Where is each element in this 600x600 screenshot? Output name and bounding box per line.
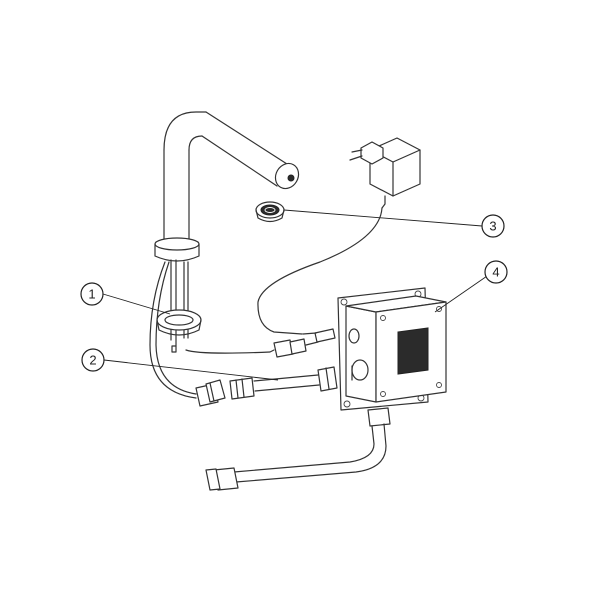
adapter-cable (257, 207, 383, 335)
aerator-icon (255, 201, 285, 223)
faucet-tails (149, 259, 197, 399)
callout-3-leader (283, 209, 483, 227)
callout-2: 2 (81, 348, 105, 372)
faucet-spout (154, 111, 300, 262)
mounting-bracket (156, 309, 202, 353)
callout-4: 4 (484, 260, 508, 284)
callout-2-leader (103, 359, 279, 381)
callout-1-label: 1 (88, 287, 95, 302)
outlet-hose (205, 407, 391, 491)
callout-3: 3 (481, 214, 505, 238)
callout-1: 1 (80, 282, 104, 306)
cable-connector (273, 328, 336, 358)
power-adapter-icon (349, 137, 421, 209)
callout-1-leader (102, 293, 171, 315)
sensor-cable (185, 349, 275, 354)
control-box-icon (337, 287, 447, 411)
callout-4-label: 4 (492, 265, 499, 280)
callout-4-leader (434, 273, 491, 313)
hose-icon (195, 366, 338, 407)
callout-2-label: 2 (89, 353, 96, 368)
callout-3-label: 3 (489, 219, 496, 234)
